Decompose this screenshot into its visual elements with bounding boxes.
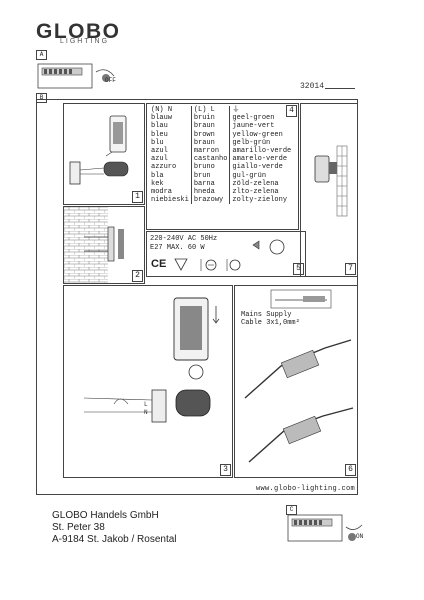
wiring-illustration <box>244 289 354 463</box>
step-a-tag: A <box>36 50 47 60</box>
bulb-icon <box>229 259 241 271</box>
bulb-icon <box>188 364 204 380</box>
header-earth: ⏚ <box>230 106 293 114</box>
article-rule <box>325 88 355 89</box>
article-number: 32014 <box>300 82 325 91</box>
earth-icon: ⏚ <box>232 106 240 114</box>
lamp-mount-illustration <box>69 115 129 185</box>
step-c-tag: C <box>286 505 297 515</box>
step-b-tag: B <box>36 93 47 103</box>
mains-supply-label: Mains Supply <box>241 311 292 319</box>
panel-3: N L 3 <box>63 285 233 478</box>
panel-1: 1 <box>63 103 145 205</box>
warning-triangle-icon <box>174 258 188 271</box>
panel-1-number: 1 <box>132 191 143 203</box>
website-link[interactable]: www.globo-lighting.com <box>256 485 356 493</box>
mounted-lamp-illustration <box>314 145 348 217</box>
live-icon: L <box>198 106 203 114</box>
panel-7-number: 7 <box>345 263 356 275</box>
voltage-spec: 220-240V AC 50Hz <box>150 235 218 243</box>
earth-symbol-icon <box>205 259 217 271</box>
panel-3-number: 3 <box>220 464 231 476</box>
brand-subtitle: LIGHTING <box>60 38 110 45</box>
wall-bracket-illustration <box>64 207 124 283</box>
panel-6-number: 6 <box>345 464 356 476</box>
panel-2-number: 2 <box>132 270 143 282</box>
panel-7: 7 <box>300 103 358 277</box>
safety-icons <box>174 258 241 271</box>
brand-logo: GLOBO <box>36 20 121 43</box>
company-street: St. Peter 38 <box>52 522 105 533</box>
panel-2: 2 <box>63 206 145 284</box>
panel-4-number: 4 <box>286 105 297 117</box>
lamp-assembly-illustration: N L <box>83 297 220 423</box>
company-city: A-9184 St. Jakob / Rosental <box>52 534 177 545</box>
distance-icon <box>252 239 285 255</box>
step-a-label: OFF <box>105 77 116 84</box>
step-c-label: ON <box>356 533 364 540</box>
wattage-spec: E27 MAX. 60 W <box>150 244 205 252</box>
header-live: (L) L <box>191 106 231 115</box>
panel-6: Mains Supply Cable 3x1,0mm² 6 <box>234 285 358 478</box>
panel-5-number: 5 <box>293 263 304 275</box>
panel-5-specs: 220-240V AC 50Hz E27 MAX. 60 W CE 5 <box>146 231 306 277</box>
step-c-illustration <box>287 514 363 542</box>
svg-text:L: L <box>144 401 148 408</box>
cable-spec-label: Cable 3x1,0mm² <box>241 319 300 327</box>
header-neutral: (N) N <box>149 106 192 115</box>
company-name: GLOBO Handels GmbH <box>52 510 159 521</box>
svg-text:N: N <box>144 409 148 416</box>
step-a-illustration <box>37 63 115 89</box>
neutral-icon: N <box>155 106 160 114</box>
ce-mark: CE <box>151 258 167 270</box>
